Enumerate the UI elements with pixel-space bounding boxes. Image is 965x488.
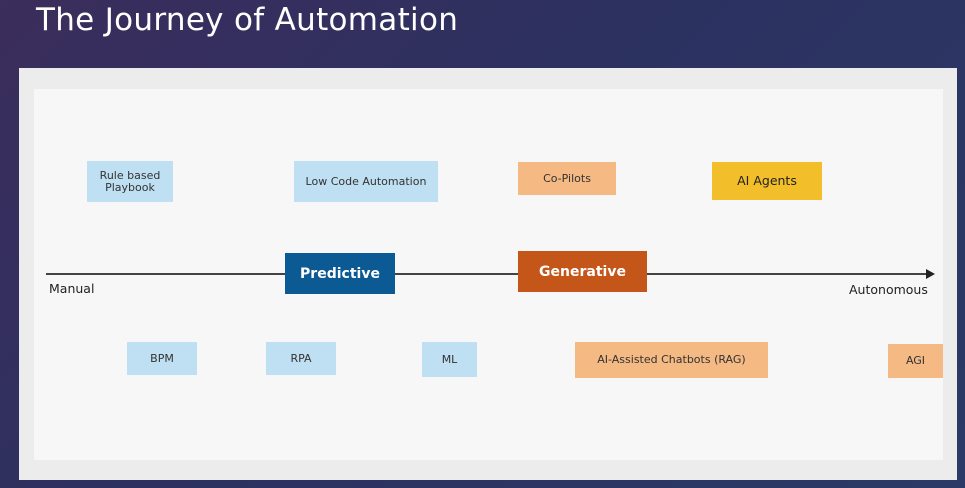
co-pilots-box: Co-Pilots bbox=[518, 162, 616, 195]
ai-agents-box: AI Agents bbox=[712, 162, 822, 200]
axis-line bbox=[46, 273, 928, 275]
rule-based-playbook-box: Rule based Playbook bbox=[87, 161, 173, 202]
low-code-automation-box: Low Code Automation bbox=[294, 161, 438, 202]
slide-title: The Journey of Automation bbox=[36, 2, 459, 38]
diagram-canvas bbox=[34, 89, 943, 460]
ai-assisted-chatbots-box: AI-Assisted Chatbots (RAG) bbox=[575, 342, 768, 378]
ml-box: ML bbox=[422, 342, 477, 377]
generative-box: Generative bbox=[518, 251, 647, 292]
agi-box: AGI bbox=[888, 344, 943, 378]
rpa-box: RPA bbox=[266, 342, 336, 375]
bpm-box: BPM bbox=[127, 342, 197, 375]
axis-start-label: Manual bbox=[49, 281, 95, 296]
axis-end-label: Autonomous bbox=[849, 282, 928, 297]
arrow-head-icon bbox=[926, 269, 935, 279]
predictive-box: Predictive bbox=[285, 253, 395, 294]
